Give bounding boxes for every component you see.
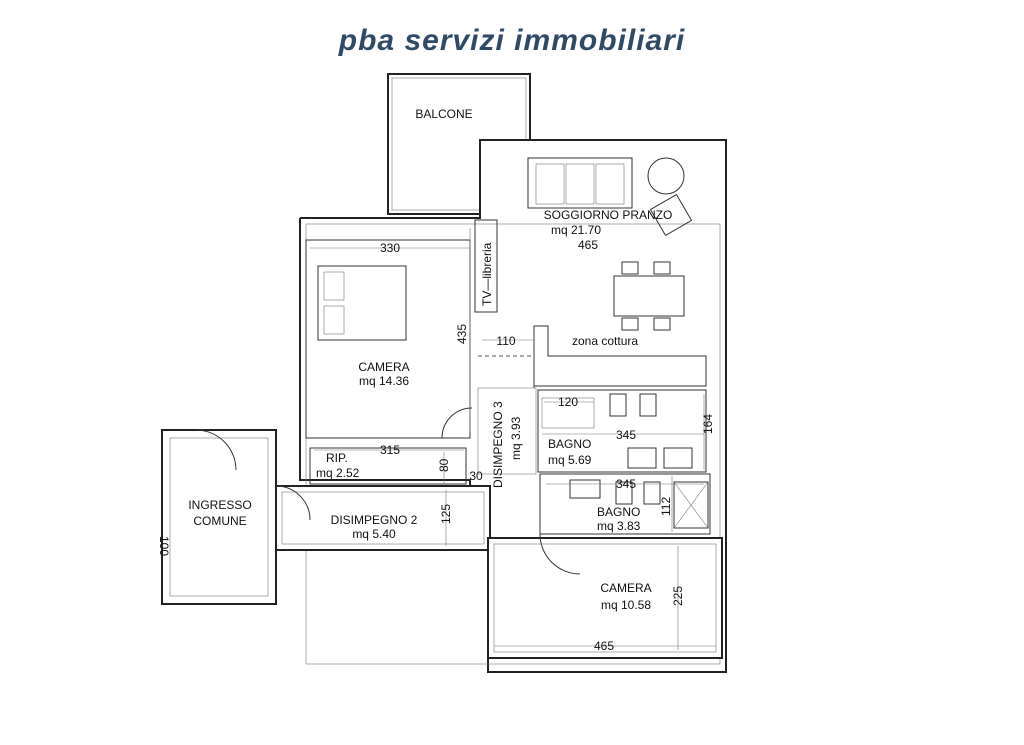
dining-table: [613, 261, 685, 331]
brand-title: pba servizi immobiliari: [338, 24, 686, 57]
ingresso-walls: [161, 429, 311, 605]
label-disimpegno2: DISIMPEGNO 2: [331, 513, 418, 527]
dim-465-top: 465: [578, 238, 598, 252]
bed: [317, 265, 407, 341]
area-bagno1: mq 5.69: [548, 453, 592, 467]
door-camera1: [441, 407, 473, 439]
area-camera2: mq 10.58: [601, 598, 651, 612]
dim-465-bottom: 465: [594, 639, 614, 653]
dim-120: 120: [558, 395, 578, 409]
label-ingresso-2: COMUNE: [193, 514, 246, 528]
dim-110: 110: [496, 334, 515, 348]
side-mark: 100: [157, 536, 171, 556]
door-ingresso: [195, 429, 237, 471]
label-balcone: BALCONE: [415, 107, 472, 121]
area-bagno2: mq 3.83: [597, 519, 641, 533]
sofa: [527, 157, 633, 209]
tv-libreria: [474, 219, 498, 313]
label-ingresso-1: INGRESSO: [188, 498, 251, 512]
dim-80: 80: [437, 458, 451, 472]
dim-315: 315: [380, 443, 400, 457]
dim-225: 225: [671, 586, 685, 606]
dim-30: 30: [469, 469, 483, 483]
dim-345-top: 345: [616, 428, 636, 442]
label-zona-cottura: zona cottura: [572, 334, 638, 348]
armchair: [649, 193, 693, 237]
dim-435: 435: [455, 324, 469, 344]
label-camera1: CAMERA: [358, 360, 409, 374]
door-camera2: [539, 533, 581, 575]
camera2-walls: [487, 533, 723, 659]
area-soggiorno: mq 21.70: [551, 223, 601, 237]
disimpegno2-walls: [275, 485, 491, 551]
round-table: [647, 157, 685, 195]
label-bagno1: BAGNO: [548, 437, 591, 451]
door-disimpegno2: [275, 485, 311, 521]
dimension-lines: [310, 228, 716, 650]
rip-walls: [309, 447, 467, 485]
label-tv-libreria: TV—libreria: [480, 242, 494, 306]
dim-125: 125: [439, 504, 453, 524]
label-rip: RIP.: [326, 451, 348, 465]
area-camera1: mq 14.36: [359, 374, 409, 388]
label-disimpegno3: DISIMPEGNO 3: [491, 401, 505, 488]
bagno2-walls: [539, 473, 711, 535]
area-disimpegno2: mq 5.40: [352, 527, 396, 541]
label-bagno2: BAGNO: [597, 505, 640, 519]
area-rip: mq 2.52: [316, 466, 360, 480]
area-disimpegno3: mq 3.93: [509, 416, 523, 460]
label-camera2: CAMERA: [600, 581, 651, 595]
dim-330: 330: [380, 241, 400, 255]
kitchen-counter: [533, 325, 707, 388]
bagno1-walls: [537, 389, 707, 473]
dim-345-bottom: 345: [616, 477, 636, 491]
dim-164: 164: [701, 414, 715, 434]
label-soggiorno: SOGGIORNO PRANZO: [544, 208, 673, 222]
dim-112: 112: [659, 497, 673, 516]
disimpegno3-area: [477, 387, 537, 475]
